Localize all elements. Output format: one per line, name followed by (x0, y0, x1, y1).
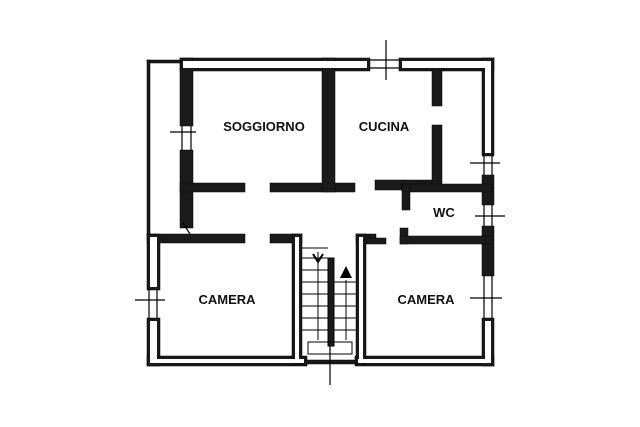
room-label-wc: WC (433, 205, 455, 220)
core-stair-left (295, 237, 299, 360)
room-label-camera-left: CAMERA (198, 292, 256, 307)
wall-cucina-right-a (431, 67, 443, 107)
core-stair-right (359, 237, 363, 360)
wall-cores (150, 61, 491, 363)
wall-soggiorno-bottom-a (179, 182, 246, 193)
core-bottom-b (358, 359, 491, 363)
wall-wc-left-a (401, 183, 411, 211)
room-label-camera-right: CAMERA (397, 292, 455, 307)
wall-camera-right-top (365, 237, 387, 245)
wall-wc-bottom (399, 235, 493, 245)
stair-landing (307, 341, 353, 355)
stair-up-arrow-icon (340, 266, 352, 278)
stair-arrows (312, 253, 352, 278)
staircase (302, 247, 356, 355)
wall-outer-top-left-thin (146, 59, 182, 64)
core-left-b (150, 321, 157, 363)
wall-outer-left-thin (146, 59, 151, 237)
wall-soggiorno-left-a (179, 57, 194, 127)
room-label-cucina: CUCINA (359, 119, 410, 134)
core-bottom-a (150, 359, 304, 363)
wall-soggiorno-cucina (321, 57, 336, 193)
window-markers (135, 40, 505, 385)
wall-soggiorno-bottom-b (269, 182, 356, 193)
core-top-a (183, 61, 367, 68)
stair-down-arrow-icon (312, 253, 324, 264)
stair-center-wall (327, 257, 335, 347)
core-top-b (402, 61, 491, 68)
core-right-a (485, 61, 491, 153)
core-left-a (150, 237, 157, 287)
window-marker-icon (182, 222, 191, 235)
wall-outer-right-c (481, 225, 495, 277)
wall-cucina-right-b (431, 124, 443, 191)
wall-camera-left-top (146, 233, 246, 244)
core-right-d (485, 321, 491, 363)
wall-wc-top (401, 183, 493, 193)
room-label-soggiorno: SOGGIORNO (223, 119, 305, 134)
